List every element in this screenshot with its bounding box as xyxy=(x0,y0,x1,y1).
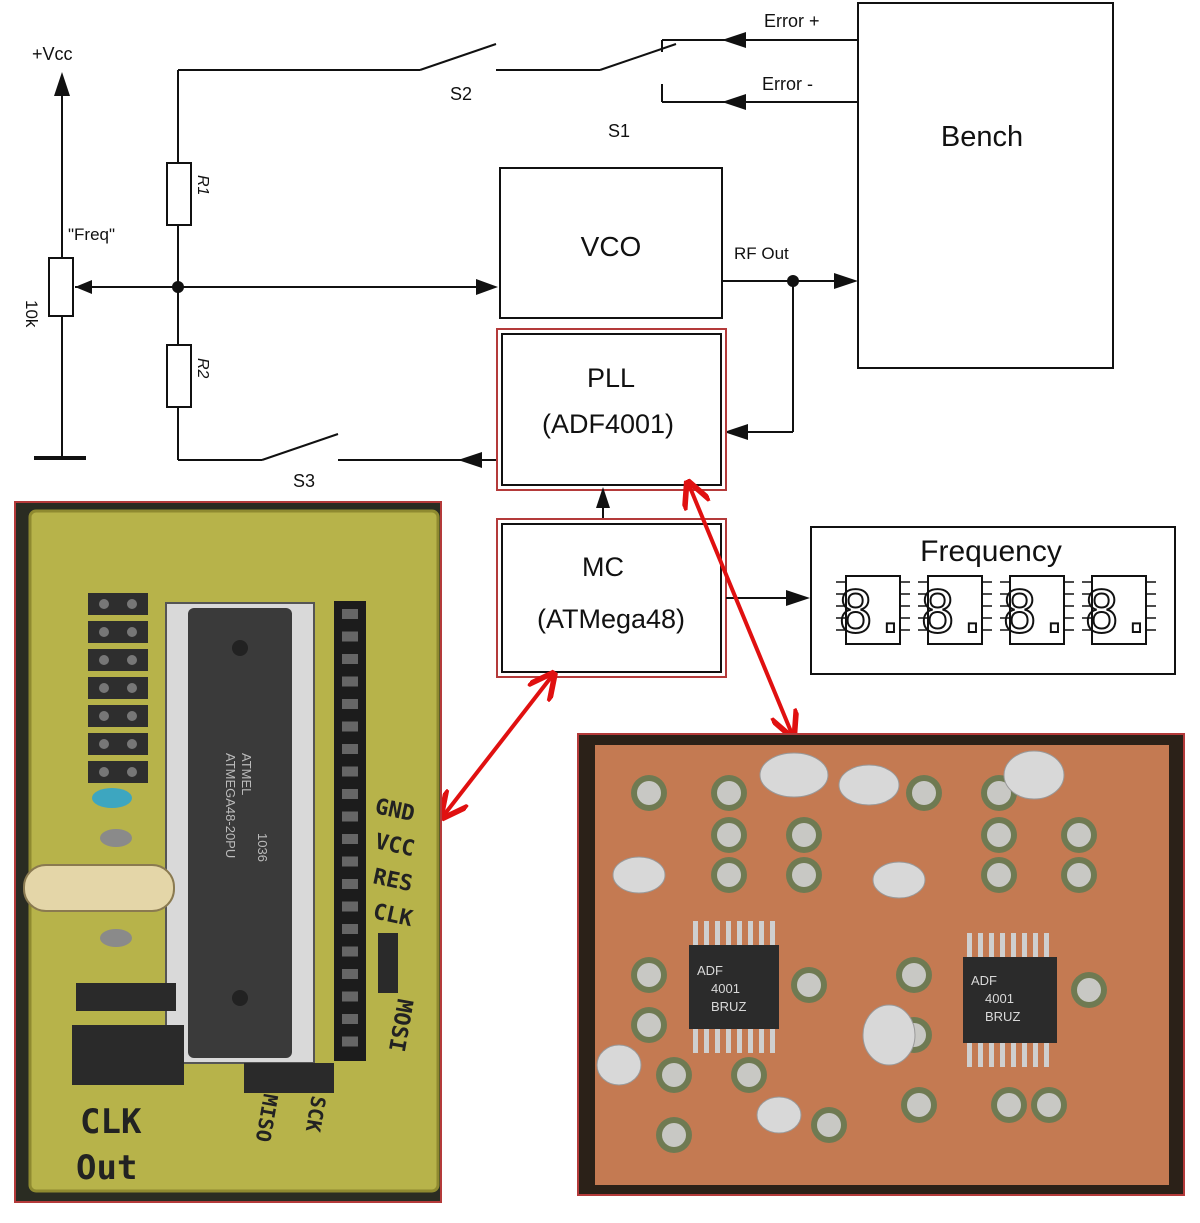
header-pin xyxy=(88,593,148,615)
pll-subtitle: (ADF4001) xyxy=(542,409,674,439)
label-clk-out-2: Out xyxy=(76,1148,137,1188)
label-clk-out-1: CLK xyxy=(80,1102,142,1142)
mc-block xyxy=(496,518,727,678)
adf4001-chip-1 xyxy=(689,945,779,1029)
pll-title: PLL xyxy=(587,363,635,393)
svg-text:8.: 8. xyxy=(838,578,908,646)
pot-label: "Freq" xyxy=(68,225,115,244)
vcc-rail xyxy=(54,72,70,258)
pll-block xyxy=(496,328,727,491)
chip1-line3: BRUZ xyxy=(711,999,746,1014)
chip1-line1: ADF xyxy=(697,963,723,978)
mc-board-photo: ATMEL 1036 ATMEGA48-20PU GND VCC RES CLK… xyxy=(14,501,442,1203)
pll-board-photo: ADF 4001 BRUZ ADF 4001 BRUZ xyxy=(577,733,1185,1196)
rf-out-label: RF Out xyxy=(734,244,789,263)
mc-title: MC xyxy=(582,552,624,582)
svg-text:8.: 8. xyxy=(920,578,990,646)
header-pin xyxy=(88,705,148,727)
bench-block xyxy=(857,2,1114,369)
atmega-chip xyxy=(188,608,292,1058)
switch-s1 xyxy=(599,43,677,71)
bench-title: Bench xyxy=(941,121,1023,153)
resistor-r2 xyxy=(166,344,192,408)
digit-1: 8. xyxy=(836,575,910,647)
chip2-line2: 4001 xyxy=(985,991,1014,1006)
header-pin xyxy=(88,761,148,783)
chip-brand: ATMEL xyxy=(239,753,254,795)
vco-input-arrow xyxy=(476,279,498,295)
digit-3: 8. xyxy=(1000,575,1074,647)
potentiometer xyxy=(48,257,74,317)
header-pin xyxy=(88,649,148,671)
header-pin xyxy=(88,677,148,699)
s1-label: S1 xyxy=(608,121,630,141)
chip2-line1: ADF xyxy=(971,973,997,988)
r1-label: R1 xyxy=(194,175,211,195)
svg-text:8.: 8. xyxy=(1002,578,1072,646)
switch-s3 xyxy=(261,433,339,461)
mc-subtitle: (ATMega48) xyxy=(537,604,685,634)
header-pin xyxy=(88,733,148,755)
digit-2: 8. xyxy=(918,575,992,647)
resistor-r1 xyxy=(166,162,192,226)
crystal xyxy=(23,864,175,912)
switch-s2 xyxy=(419,43,497,71)
svg-text:8.: 8. xyxy=(1084,578,1154,646)
vco-block xyxy=(499,167,723,319)
r2-label: R2 xyxy=(194,358,211,379)
error-plus-label: Error + xyxy=(764,11,820,31)
chip1-line2: 4001 xyxy=(711,981,740,996)
seven-segment-digits: 8.8.8.8. xyxy=(836,575,1156,647)
vcc-label: +Vcc xyxy=(32,44,73,64)
chip2-line3: BRUZ xyxy=(985,1009,1020,1024)
link-arrow-pll-photo xyxy=(689,485,792,734)
s2-label: S2 xyxy=(450,84,472,104)
chip-date: 1036 xyxy=(255,833,270,862)
s3-label: S3 xyxy=(293,471,315,491)
header-pin xyxy=(88,621,148,643)
pot-value-label: 10k xyxy=(22,300,41,328)
display-title: Frequency xyxy=(920,535,1062,568)
link-arrow-mc-photo xyxy=(444,676,552,815)
digit-4: 8. xyxy=(1082,575,1156,647)
adf4001-chip-2 xyxy=(963,957,1057,1043)
vco-title: VCO xyxy=(581,231,642,262)
error-minus-label: Error - xyxy=(762,74,813,94)
chip-part: ATMEGA48-20PU xyxy=(223,753,238,858)
